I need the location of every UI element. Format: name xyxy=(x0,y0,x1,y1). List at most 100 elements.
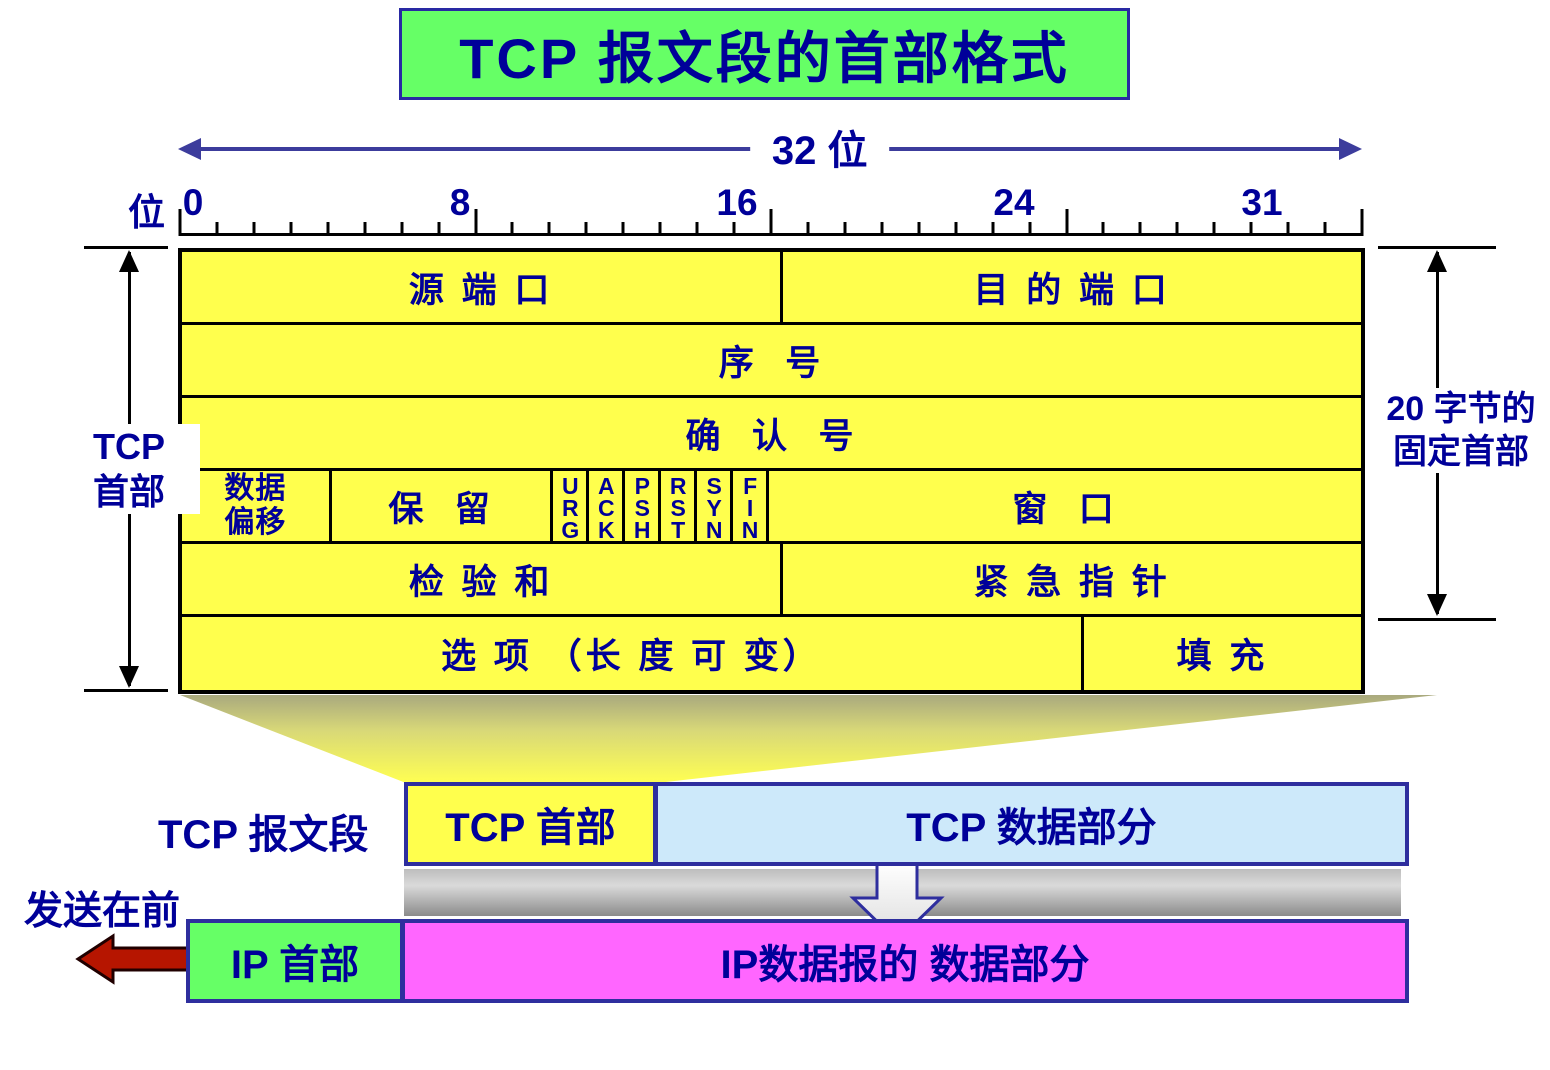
field-flag-ack: ACK xyxy=(589,471,626,541)
field-reserved: 保 留 xyxy=(332,471,554,541)
ruler-tick xyxy=(769,209,773,236)
ruler-tick xyxy=(1286,222,1290,236)
bit-unit-label: 位 xyxy=(128,192,165,233)
right-arrow-down-head-icon xyxy=(1427,594,1447,616)
ruler-tick xyxy=(1065,209,1068,236)
tcp-header-side-label: TCP 首部 xyxy=(58,424,200,514)
table-row: 源 端 口 目 的 端 口 xyxy=(182,252,1361,325)
ruler-tick xyxy=(806,222,810,236)
field-urgent-pointer: 紧 急 指 针 xyxy=(973,562,1171,602)
ruler-tick xyxy=(991,222,995,236)
right-arrow-up-head-icon xyxy=(1427,250,1447,272)
bit-number-label: 16 xyxy=(716,182,758,223)
ruler-tick xyxy=(1212,222,1216,236)
ruler-tick xyxy=(437,222,441,236)
field-flag-urg: URG xyxy=(553,471,590,541)
ruler-tick xyxy=(363,222,367,236)
data-offset-line2: 偏移 xyxy=(224,506,287,539)
tcp-segment-label: TCP 报文段 xyxy=(158,813,369,857)
field-seq-number: 序 号 xyxy=(718,343,825,383)
page-title: TCP 报文段的首部格式 xyxy=(399,8,1130,100)
ruler-tick xyxy=(1249,222,1253,236)
field-source-port: 源 端 口 xyxy=(182,252,784,322)
ruler-tick xyxy=(252,222,256,236)
bit-number-label: 24 xyxy=(993,182,1035,223)
flag-psh-label: PSH xyxy=(629,473,656,539)
field-checksum: 检 验 和 xyxy=(182,544,784,614)
bit-number-label: 8 xyxy=(449,182,471,223)
left-arrow-up-head-icon xyxy=(119,250,139,272)
ruler-tick xyxy=(621,222,625,236)
left-arrow-top-cap xyxy=(84,246,168,249)
ruler-tick xyxy=(326,222,330,236)
ruler-tick xyxy=(880,222,884,236)
left-arrow-bottom-cap xyxy=(84,689,168,692)
table-row: 确 认 号 xyxy=(182,398,1361,471)
ruler-tick xyxy=(732,222,736,236)
field-ack-number: 确 认 号 xyxy=(685,416,858,456)
ruler-tick xyxy=(547,222,551,236)
field-dest-port: 目 的 端 口 xyxy=(973,270,1171,310)
ip-data-box: IP数据报的 数据部分 xyxy=(401,919,1409,1003)
fixed-header-side-line2: 固定首部 xyxy=(1393,432,1529,471)
field-data-offset: 数据 偏移 xyxy=(182,471,332,541)
flag-urg-label: URG xyxy=(557,473,584,539)
data-offset-line1: 数据 xyxy=(224,471,287,505)
field-options: 选 项 （长 度 可 变） xyxy=(182,617,1084,690)
ruler-tick xyxy=(1323,222,1327,236)
ip-header-box: IP 首部 xyxy=(186,919,404,1003)
arrow-left-head-icon xyxy=(178,138,201,160)
right-arrow-bottom-cap xyxy=(1378,618,1496,621)
field-flag-syn: SYN xyxy=(697,471,734,541)
ruler-tick xyxy=(917,222,921,236)
tcp-header-table: 源 端 口 目 的 端 口 序 号 确 认 号 数据 偏移 保 留 URG AC… xyxy=(178,248,1365,694)
left-arrow-down-head-icon xyxy=(119,666,139,688)
ruler-tick xyxy=(1138,222,1142,236)
table-row: 数据 偏移 保 留 URG ACK PSH RST SYN FIN 窗 口 xyxy=(182,471,1361,544)
bit-numbers: 0 8 16 24 31 xyxy=(180,182,1364,224)
tcp-segment-data-box: TCP 数据部分 xyxy=(654,782,1409,866)
ruler-tick xyxy=(695,222,699,236)
send-direction-arrow-icon xyxy=(75,933,192,985)
flag-rst-label: RST xyxy=(665,473,692,539)
bits-width-label: 32 位 xyxy=(749,118,890,176)
table-row: 检 验 和 紧 急 指 针 xyxy=(182,544,1361,617)
tcp-segment-header-box: TCP 首部 xyxy=(404,782,657,866)
field-flag-rst: RST xyxy=(661,471,698,541)
bits-width-arrow: 32 位 xyxy=(178,118,1362,176)
table-row: 选 项 （长 度 可 变） 填 充 xyxy=(182,617,1361,690)
ruler-tick xyxy=(215,222,219,236)
bit-ruler xyxy=(178,205,1364,236)
tcp-header-side-line1: TCP xyxy=(93,426,165,467)
ruler-tick xyxy=(1360,209,1364,236)
funnel-shadow xyxy=(180,695,1437,783)
ruler-tick xyxy=(510,222,514,236)
ruler-tick xyxy=(289,222,293,236)
right-arrow-top-cap xyxy=(1378,246,1496,249)
flag-ack-label: ACK xyxy=(593,473,620,539)
ruler-tick xyxy=(658,222,662,236)
ruler-tick xyxy=(1101,222,1105,236)
ruler-tick xyxy=(178,209,182,236)
field-window: 窗 口 xyxy=(1012,489,1118,529)
field-padding: 填 充 xyxy=(1176,637,1269,676)
ruler-tick xyxy=(1175,222,1179,236)
ruler-tick xyxy=(474,209,477,236)
tcp-header-side-line2: 首部 xyxy=(92,471,165,512)
ruler-tick xyxy=(584,222,588,236)
fixed-header-side-line1: 20 字节的 xyxy=(1386,390,1536,428)
flag-syn-label: SYN xyxy=(701,473,728,539)
fixed-header-side-label: 20 字节的 固定首部 xyxy=(1372,388,1550,473)
bit-number-label: 31 xyxy=(1241,182,1283,223)
arrow-right-head-icon xyxy=(1339,138,1362,160)
field-flag-psh: PSH xyxy=(625,471,662,541)
ruler-tick xyxy=(954,222,958,236)
field-flag-fin: FIN xyxy=(733,471,770,541)
flag-fin-label: FIN xyxy=(737,473,764,539)
ruler-tick xyxy=(843,222,847,236)
send-first-label: 发送在前 xyxy=(24,890,181,933)
bit-number-label: 0 xyxy=(182,182,204,223)
table-row: 序 号 xyxy=(182,325,1361,398)
ruler-tick xyxy=(400,222,404,236)
